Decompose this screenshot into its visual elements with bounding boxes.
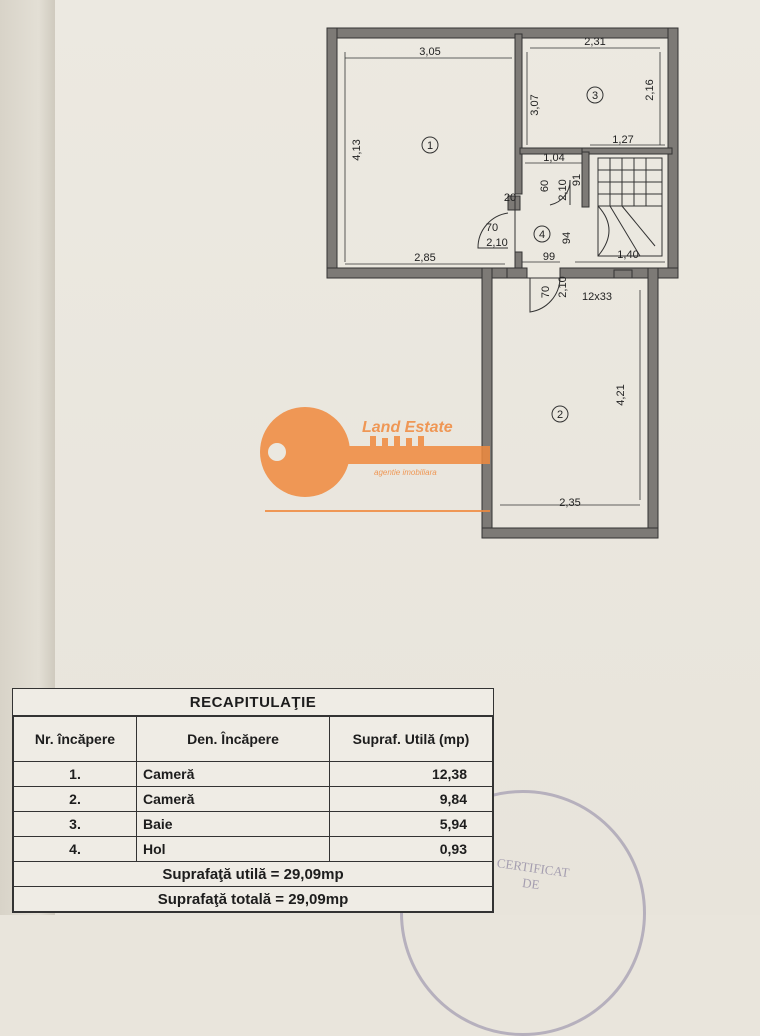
wall-stub (507, 195, 521, 211)
table-row: 1. Cameră 12,38 (13, 761, 493, 787)
dim-room2-height: 4,21 (615, 384, 627, 405)
dim-70a: 70 (486, 222, 498, 234)
room-2-label: 2 (551, 405, 569, 423)
dim-stairs-top: 1,27 (612, 134, 633, 146)
vent-box (613, 269, 633, 279)
door-room1 (477, 212, 509, 249)
dim-vent: 12x33 (582, 291, 612, 303)
watermark-brand: Land Estate (362, 419, 453, 436)
room-4-label: 4 (533, 225, 551, 243)
watermark-tagline: agentie imobiliara (374, 468, 437, 477)
sum-util-row: Suprafaţă utilă = 29,09mp (13, 861, 493, 887)
header-nr: Nr. încăpere (13, 716, 137, 762)
wall-stairs-left (581, 151, 590, 208)
table-row: 4. Hol 0,93 (13, 836, 493, 862)
dim-210c: 2,10 (557, 276, 569, 297)
dim-91: 91 (571, 174, 583, 186)
wall-stairs-top (581, 147, 673, 155)
dim-room3-width: 2,31 (584, 36, 605, 48)
dim-210a: 2,10 (557, 179, 569, 200)
floor-plan: 1 2 3 4 3,05 2,31 2,85 4,13 3,07 2,16 1,… (260, 27, 679, 539)
land-estate-watermark: Land Estate agentie imobiliara (260, 407, 490, 512)
dim-room2-width: 2,35 (559, 497, 580, 509)
dim-room1-bottom: 2,85 (414, 252, 435, 264)
door-room2 (529, 277, 561, 313)
room-1-label: 1 (421, 136, 439, 154)
dim-room3-height: 2,16 (644, 79, 656, 100)
dim-room3-left: 3,07 (529, 94, 541, 115)
recap-title: RECAPITULAŢIE (13, 689, 493, 716)
staircase (597, 157, 663, 257)
dim-99: 99 (543, 251, 555, 263)
wall-door-jamb (506, 267, 528, 279)
header-supraf: Supraf. Utilă (mp) (329, 716, 493, 762)
wall-bottom-room1 (326, 267, 508, 279)
wall-room2-bottom (481, 527, 659, 539)
svg-text:1: 1 (427, 140, 433, 152)
dim-room1-width: 3,05 (419, 46, 440, 58)
dim-room1-height: 4,13 (351, 139, 363, 160)
svg-text:2: 2 (557, 409, 563, 421)
dim-94: 94 (561, 232, 573, 244)
wall-room2-right (647, 267, 659, 539)
dim-20: 20 (504, 192, 516, 204)
table-row: 2. Cameră 9,84 (13, 786, 493, 812)
wall-left (326, 27, 338, 279)
svg-text:4: 4 (539, 229, 545, 241)
svg-text:3: 3 (592, 90, 598, 102)
wall-room2-left (481, 267, 493, 539)
dim-60: 60 (539, 180, 551, 192)
table-row: 3. Baie 5,94 (13, 811, 493, 837)
dim-stairs-bottom: 1,40 (617, 249, 638, 261)
dim-104: 1,04 (543, 152, 564, 164)
sum-total-row: Suprafaţă totală = 29,09mp (13, 886, 493, 912)
header-den: Den. Încăpere (136, 716, 330, 762)
dim-70b: 70 (540, 286, 552, 298)
wall-1-3 (514, 33, 523, 195)
dim-210b: 2,10 (486, 237, 507, 249)
recap-table: RECAPITULAŢIE Nr. încăpere Den. Încăpere… (12, 688, 494, 913)
wall-top (326, 27, 679, 39)
room-3-label: 3 (586, 86, 604, 104)
